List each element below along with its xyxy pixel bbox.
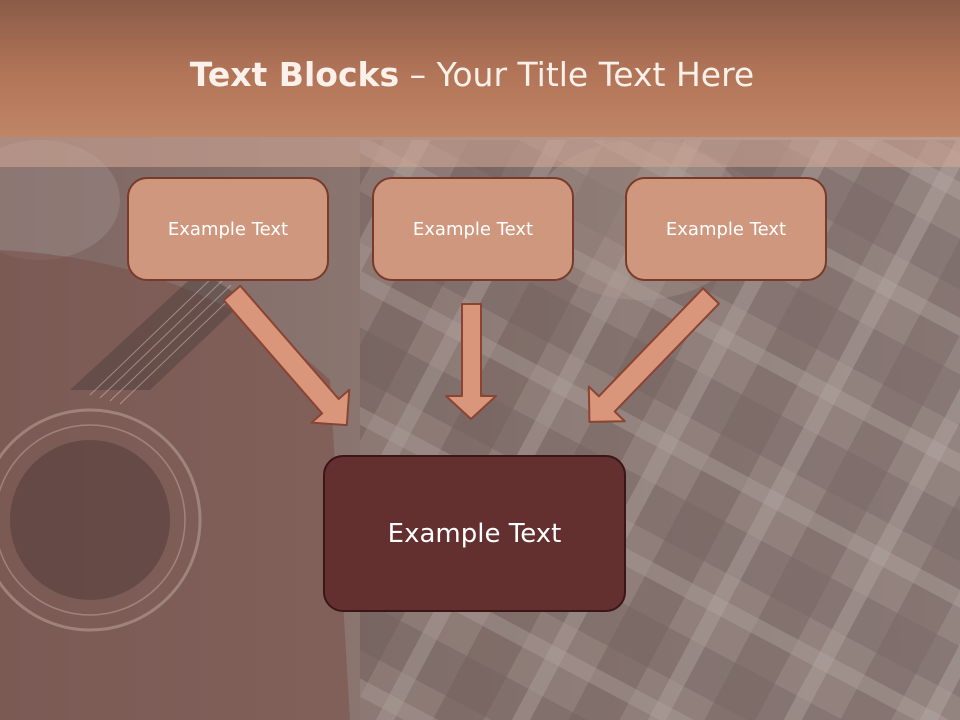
slide-title: Text Blocks – Your Title Text Here (0, 52, 944, 98)
title-bold-text: Text Blocks (189, 55, 400, 94)
title-bar (0, 0, 960, 137)
target-block-label: Example Text (387, 518, 562, 549)
text-block-2-label: Example Text (412, 218, 534, 240)
title-rest-text: Your Title Text Here (436, 55, 755, 94)
text-block-3-label: Example Text (665, 218, 787, 240)
title-band (0, 137, 960, 167)
text-block-2[interactable]: Example Text (372, 177, 574, 281)
target-block[interactable]: Example Text (323, 455, 626, 612)
text-block-1-label: Example Text (167, 218, 289, 240)
text-block-1[interactable]: Example Text (127, 177, 329, 281)
text-block-3[interactable]: Example Text (625, 177, 827, 281)
title-separator: – (399, 55, 437, 94)
